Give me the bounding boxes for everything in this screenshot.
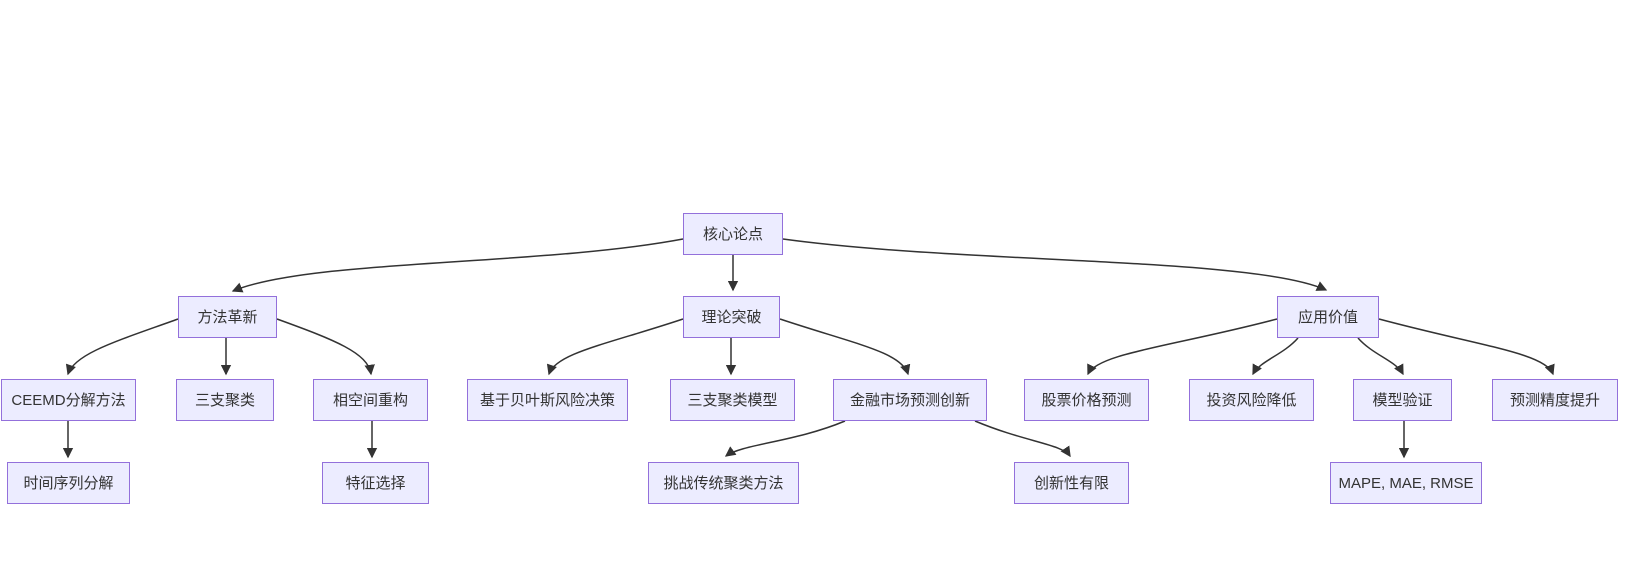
node-application-value: 应用价值 (1277, 296, 1379, 338)
node-financial-market-forecast-innovation: 金融市场预测创新 (833, 379, 987, 421)
edge-theory-to-bayesian-risk (546, 318, 684, 376)
edge-application-to-accuracy (1378, 318, 1555, 376)
node-stock-price-prediction: 股票价格预测 (1024, 379, 1149, 421)
node-ceemd-decomposition: CEEMD分解方法 (1, 379, 136, 421)
node-metrics: MAPE, MAE, RMSE (1330, 462, 1482, 504)
node-bayesian-risk-decision: 基于贝叶斯风险决策 (467, 379, 628, 421)
edge-application-to-stock-prediction (1087, 318, 1278, 376)
node-three-way-clustering: 三支聚类 (176, 379, 274, 421)
node-limited-innovation: 创新性有限 (1014, 462, 1129, 504)
node-challenge-traditional-clustering: 挑战传统聚类方法 (648, 462, 799, 504)
edge-method-to-ceemd (65, 318, 179, 376)
node-forecast-accuracy-improvement: 预测精度提升 (1492, 379, 1618, 421)
edge-financial-to-challenge-traditional (724, 420, 846, 457)
node-phase-space-reconstruction: 相空间重构 (313, 379, 428, 421)
edge-core-to-application-value (782, 238, 1328, 291)
node-time-series-decomposition: 时间序列分解 (7, 462, 130, 504)
node-core-argument: 核心论点 (683, 213, 783, 255)
node-three-way-clustering-model: 三支聚类模型 (670, 379, 795, 421)
node-feature-selection: 特征选择 (322, 462, 429, 504)
node-method-innovation: 方法革新 (178, 296, 277, 338)
edge-application-to-risk-reduction (1252, 337, 1299, 376)
edge-financial-to-limited-innovation (974, 420, 1071, 458)
node-investment-risk-reduction: 投资风险降低 (1189, 379, 1314, 421)
node-model-validation: 模型验证 (1353, 379, 1452, 421)
edge-application-to-model-validation (1357, 337, 1404, 376)
edge-theory-to-financial-innovation (779, 318, 911, 376)
node-theory-breakthrough: 理论突破 (683, 296, 780, 338)
edge-core-to-method-innovation (231, 238, 684, 293)
edge-method-to-phase-space (276, 318, 375, 376)
